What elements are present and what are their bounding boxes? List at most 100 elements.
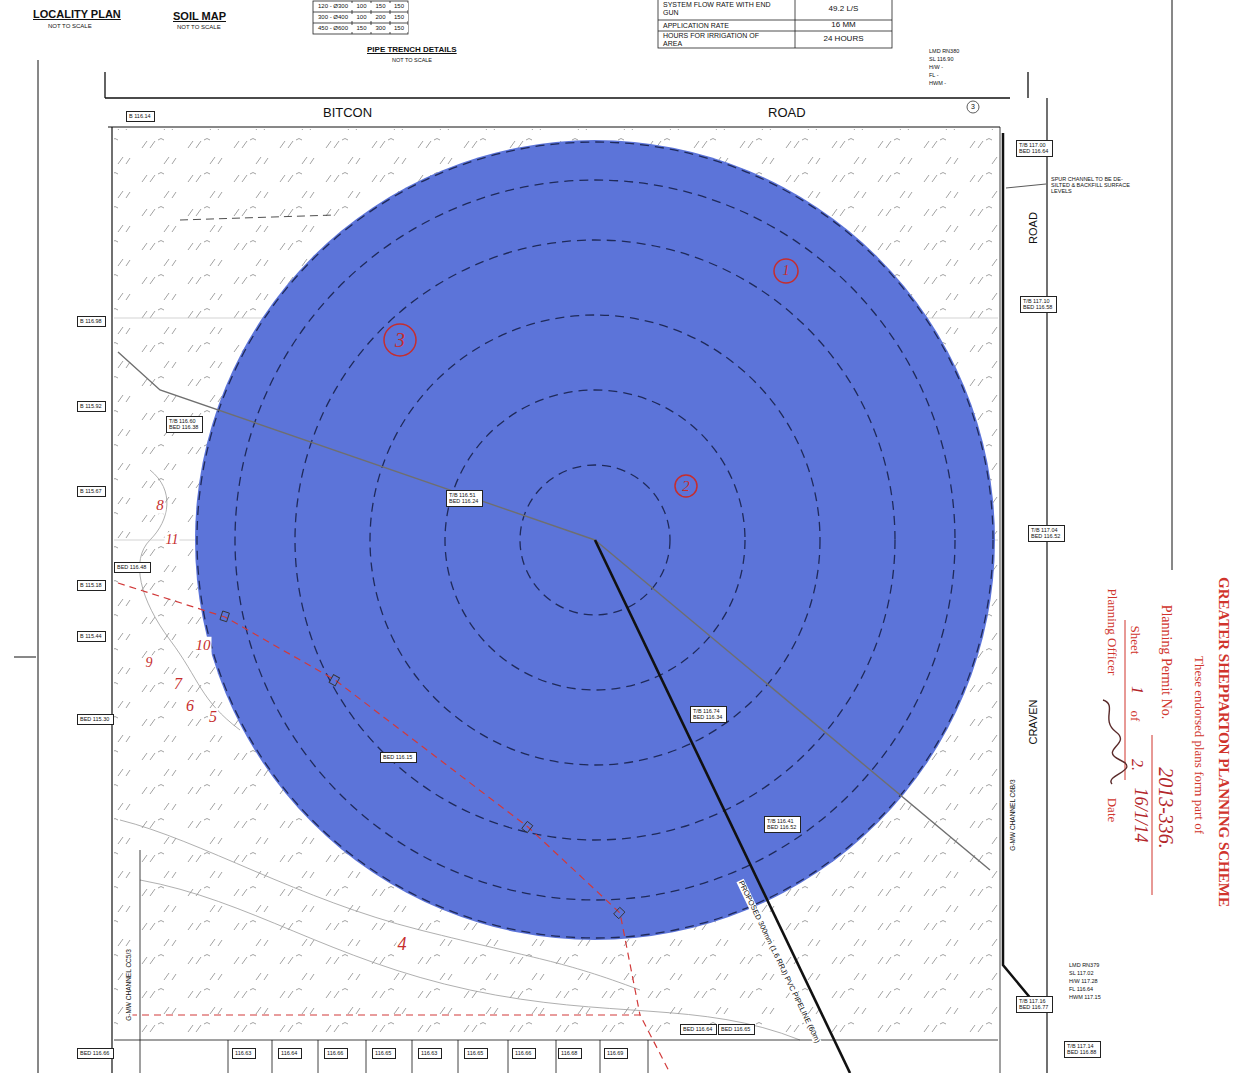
level-note: LMD RN379 xyxy=(1068,962,1100,968)
callout-number: 9 xyxy=(145,655,154,670)
elevation-box: T/B 116.74BED 116.34 xyxy=(690,706,727,723)
level-note: H/W - xyxy=(928,64,944,70)
pipe-trench-table xyxy=(313,1,408,34)
elevation-text: 116.65 xyxy=(375,1050,393,1056)
stamp-text: Planning Officer xyxy=(1105,588,1119,677)
elevation-text: 116.63 xyxy=(235,1050,253,1056)
sheet-number: 1 xyxy=(1128,685,1146,695)
elevation-box: B 115.67 xyxy=(77,486,106,497)
table-title: PIPE TRENCH DETAILS xyxy=(366,46,458,55)
table-cell: 120 - Ø300 xyxy=(314,3,352,10)
sheet-ref-circle xyxy=(967,101,979,113)
table-cell: SYSTEM FLOW RATE WITH END GUN xyxy=(662,1,780,16)
callout-number: 10 xyxy=(195,637,212,654)
channel-name: G-MW CHANNEL C6B/3 xyxy=(1009,778,1016,851)
elevation-text: BED 116.58 xyxy=(1023,304,1054,310)
elevation-box: T/B 117.10BED 116.58 xyxy=(1020,296,1057,313)
elevation-text: T/B 117.00 xyxy=(1019,142,1050,148)
elevation-text: B 116.14 xyxy=(129,113,152,119)
elevation-text: 116.66 xyxy=(515,1050,533,1056)
elevation-text: T/B 117.10 xyxy=(1023,298,1054,304)
elevation-text: BED 116.15 xyxy=(383,754,414,760)
stamp-date: 16/1/14 xyxy=(1130,786,1150,843)
scale-note: NOT TO SCALE xyxy=(176,24,222,31)
elevation-box: 116.66 xyxy=(324,1048,348,1059)
elevation-text: B 115.18 xyxy=(80,582,103,588)
elevation-box: B 116.14 xyxy=(126,111,155,122)
stamp-text: Date xyxy=(1105,797,1119,824)
elevation-box: B 115.92 xyxy=(77,401,106,412)
callout-number: 5 xyxy=(208,708,218,726)
elevation-box: T/B 116.41BED 116.52 xyxy=(764,816,801,833)
elevation-box: T/B 117.16BED 116.77 xyxy=(1016,996,1053,1013)
table-cell: 450 - Ø600 xyxy=(314,25,352,32)
elevation-text: BED 116.24 xyxy=(449,498,480,504)
elevation-text: T/B 117.04 xyxy=(1031,527,1062,533)
table-cell: 150 xyxy=(390,25,408,32)
table-cell: 100 xyxy=(352,3,371,10)
elevation-text: 116.66 xyxy=(327,1050,345,1056)
elevation-text: B 116.98 xyxy=(80,318,103,324)
elevation-text: BED 116.34 xyxy=(693,714,724,720)
road-name: BITCON xyxy=(322,106,373,120)
elevation-box: 116.65 xyxy=(464,1048,488,1059)
table-cell: 49.2 L/S xyxy=(797,5,890,14)
elevation-text: 116.68 xyxy=(561,1050,579,1056)
elevation-box: BED 115.30 xyxy=(77,714,114,725)
elevation-text: T/B 117.14 xyxy=(1067,1043,1098,1049)
elevation-text: B 115.44 xyxy=(80,633,103,639)
stamp-text: These endorsed plans form part of xyxy=(1192,655,1206,835)
table-cell: APPLICATION RATE xyxy=(662,22,792,30)
elevation-box: BED 116.65 xyxy=(718,1024,755,1035)
elevation-box: 116.69 xyxy=(604,1048,628,1059)
elevation-text: BED 116.64 xyxy=(683,1026,714,1032)
elevation-box: 116.63 xyxy=(232,1048,256,1059)
level-note: SL 116.90 xyxy=(928,56,954,62)
boundary-line xyxy=(118,583,670,1073)
stamp-text: of xyxy=(1128,710,1142,723)
scale-note: NOT TO SCALE xyxy=(47,23,93,30)
elevation-text: 116.69 xyxy=(607,1050,625,1056)
elevation-text: BED 116.48 xyxy=(117,564,148,570)
table-cell: 16 MM xyxy=(797,21,890,30)
table-cell: 150 xyxy=(390,3,408,10)
level-note: HWM - xyxy=(928,80,947,86)
system-table xyxy=(658,0,892,48)
proposed-pipeline xyxy=(595,540,850,1073)
elevation-box: B 116.98 xyxy=(77,316,106,327)
table-cell: 150 xyxy=(352,25,371,32)
road-name: CRAVEN xyxy=(1027,698,1039,745)
elevation-box: BED 116.15 xyxy=(380,752,417,763)
elevation-text: BED 116.77 xyxy=(1019,1004,1050,1010)
callout-number: 3 xyxy=(394,329,406,351)
elevation-text: BED 116.65 xyxy=(721,1026,752,1032)
plan-title: SOIL MAP xyxy=(172,10,227,22)
level-note: FL 116.64 xyxy=(1068,986,1094,992)
callout-number: 1 xyxy=(782,263,791,278)
elevation-text: T/B 116.51 xyxy=(449,492,480,498)
elevation-box: 116.63 xyxy=(418,1048,442,1059)
elevation-text: 116.65 xyxy=(467,1050,485,1056)
elevation-box: T/B 117.04BED 116.52 xyxy=(1028,525,1065,542)
elevation-box: T/B 117.14BED 116.88 xyxy=(1064,1041,1101,1058)
table-cell: 200 xyxy=(371,14,390,21)
level-note: LMD RN380 xyxy=(928,48,960,54)
elevation-box: 116.66 xyxy=(512,1048,536,1059)
elevation-box: T/B 116.60BED 116.38 xyxy=(166,416,203,433)
elevation-text: 116.64 xyxy=(281,1050,299,1056)
elevation-text: BED 116.88 xyxy=(1067,1049,1098,1055)
note-text: SPUR CHANNEL TO BE DE-SILTED & BACKFILL … xyxy=(1050,176,1132,194)
elevation-text: BED 116.66 xyxy=(80,1050,111,1056)
elevation-text: T/B 116.74 xyxy=(693,708,724,714)
level-note: FL - xyxy=(928,72,940,78)
elevation-box: 116.68 xyxy=(558,1048,582,1059)
plan-title: LOCALITY PLAN xyxy=(32,8,122,20)
callout-number: 7 xyxy=(173,675,183,693)
elevation-box: BED 116.48 xyxy=(114,562,151,573)
table-cell: 300 xyxy=(371,25,390,32)
elevation-box: T/B 117.00BED 116.64 xyxy=(1016,140,1053,157)
elevation-text: BED 115.30 xyxy=(80,716,111,722)
level-note: HWM 117.15 xyxy=(1068,994,1102,1000)
level-note: H/W 117.28 xyxy=(1068,978,1099,984)
stamp-title: GREATER SHEPPARTON PLANNING SCHEME xyxy=(1216,576,1233,908)
